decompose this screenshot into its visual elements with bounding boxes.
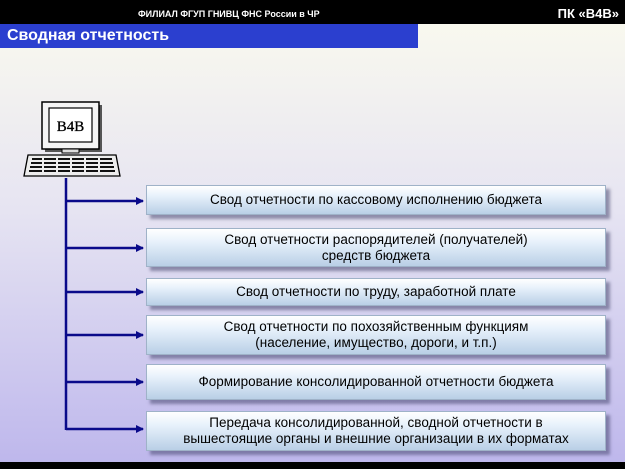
item-label: Свод отчетности по труду, заработной пла… [236, 284, 516, 299]
product-name: ПК «В4В» [557, 6, 619, 21]
item-label: Свод отчетности по похозяйственным функц… [223, 319, 529, 350]
item-box-labor-salary: Свод отчетности по труду, заработной пла… [146, 278, 606, 306]
item-box-disposers: Свод отчетности распорядителей (получате… [146, 228, 606, 267]
bottom-frame [0, 462, 625, 469]
item-box-consolidated-transfer: Передача консолидированной, сводной отче… [146, 411, 606, 451]
item-box-household-functions: Свод отчетности по похозяйственным функц… [146, 315, 606, 355]
item-box-cash-execution: Свод отчетности по кассовому исполнению … [146, 185, 606, 215]
item-label: Передача консолидированной, сводной отче… [183, 415, 569, 446]
title-bar: Сводная отчетность [0, 24, 418, 48]
computer-icon: B4B [23, 101, 121, 177]
header-bar: ФИЛИАЛ ФГУП ГНИВЦ ФНС России в ЧР ПК «В4… [0, 5, 625, 24]
item-label: Свод отчетности по кассовому исполнению … [210, 192, 542, 207]
item-box-consolidated-forming: Формирование консолидированной отчетност… [146, 364, 606, 400]
screen-label: B4B [57, 119, 85, 135]
item-label: Свод отчетности распорядителей (получате… [224, 231, 528, 263]
page-title: Сводная отчетность [7, 27, 170, 44]
item-label: Формирование консолидированной отчетност… [198, 374, 554, 389]
org-name: ФИЛИАЛ ФГУП ГНИВЦ ФНС России в ЧР [138, 9, 320, 19]
top-frame [0, 0, 625, 5]
